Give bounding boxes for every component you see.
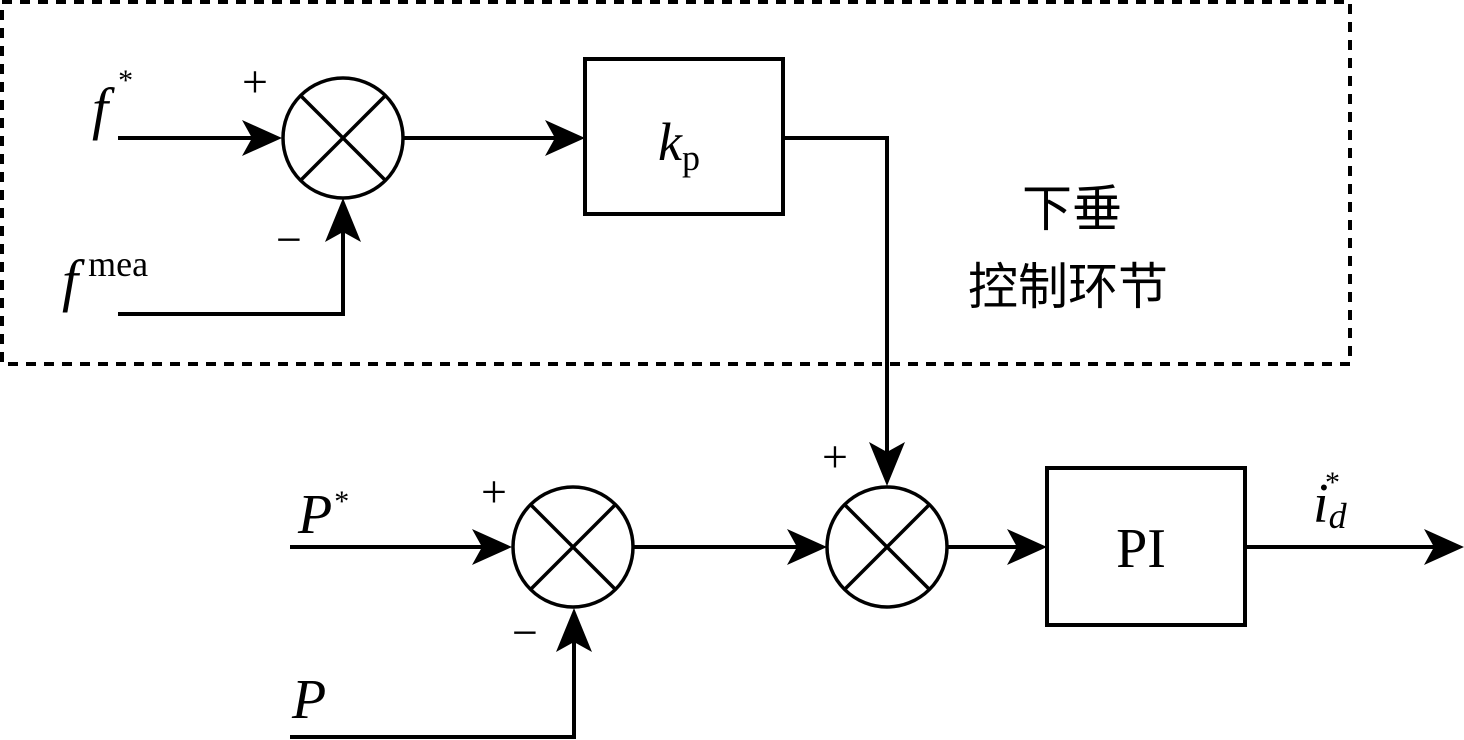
summer-frequency-error <box>281 76 405 200</box>
pi-label: PI <box>1116 518 1166 580</box>
f-meas-signal-line <box>118 218 345 316</box>
p-ref-arrowhead <box>472 529 512 565</box>
droop-control-group-border <box>0 0 1352 366</box>
output-arrowhead <box>1424 529 1464 565</box>
summer2-minus-sign: − <box>512 607 538 658</box>
f-ref-arrowhead <box>242 120 282 156</box>
droop-control-label-line1: 下垂 <box>1022 180 1122 238</box>
summer3-plus-sign: + <box>822 431 848 482</box>
f-meas-arrowhead <box>325 198 361 242</box>
output-label-sup: * <box>1325 466 1340 499</box>
summer2-plus-sign: + <box>481 466 507 517</box>
p-meas-label: P <box>291 669 326 731</box>
droop-output-signal-line <box>783 136 889 466</box>
summer-power-error <box>511 485 635 609</box>
summer-combine <box>825 485 949 609</box>
combined-signal-arrowhead <box>1007 529 1047 565</box>
pi-controller-block <box>1045 466 1247 627</box>
freq-error-arrowhead <box>545 120 585 156</box>
summer1-minus-sign: − <box>276 214 302 265</box>
p-ref-label: P* <box>297 484 349 546</box>
f-ref-label: f* <box>92 64 133 141</box>
output-label: id <box>1313 473 1348 536</box>
p-meas-signal-line <box>290 628 576 739</box>
droop-output-arrowhead <box>869 442 905 486</box>
gain-label: kp <box>658 112 700 178</box>
summer1-plus-sign: + <box>242 56 268 107</box>
power-error-arrowhead <box>787 529 827 565</box>
gain-block-kp <box>583 57 785 216</box>
droop-control-label-line2: 控制环节 <box>968 258 1168 316</box>
p-meas-arrowhead <box>556 608 592 652</box>
